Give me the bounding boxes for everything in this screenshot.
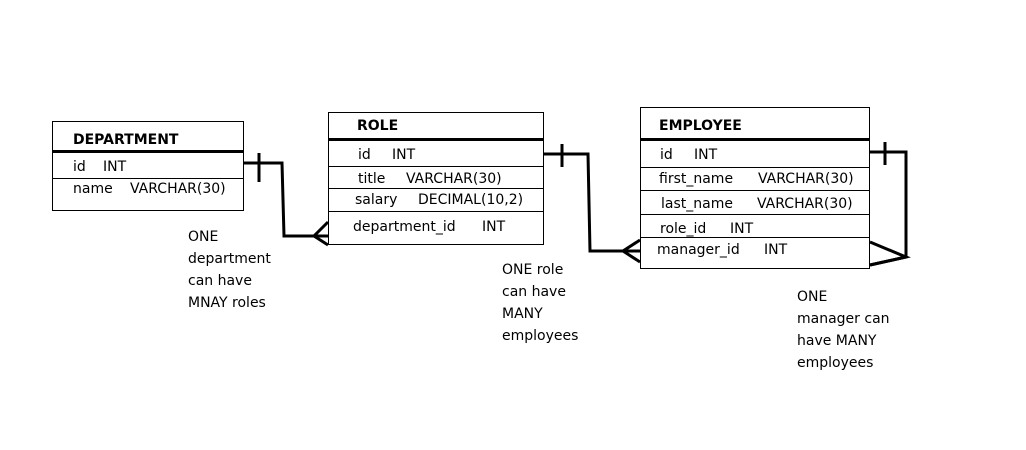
- field-name: last_name: [661, 196, 733, 212]
- field-name: id: [660, 147, 673, 163]
- employee-title: EMPLOYEE: [659, 118, 742, 134]
- link-role-employee: [544, 152, 640, 253]
- field-name: first_name: [659, 171, 734, 187]
- department-title: DEPARTMENT: [73, 132, 179, 148]
- field-type: VARCHAR(30): [406, 171, 502, 187]
- field-type: INT: [694, 147, 718, 163]
- role-field-divider: [329, 211, 543, 212]
- department-entity: DEPARTMENT id INT name VARCHAR(30): [52, 121, 244, 211]
- many-mark-role-department: [311, 220, 330, 247]
- note-line: can have: [188, 273, 252, 289]
- field-type: INT: [764, 242, 788, 258]
- note-line: ONE: [188, 229, 219, 245]
- note-line: employees: [797, 355, 874, 371]
- department-field-divider: [53, 178, 243, 179]
- field-name: manager_id: [657, 242, 740, 258]
- field-name: name: [73, 181, 113, 197]
- department-header-divider: [53, 150, 243, 153]
- role-title: ROLE: [357, 118, 399, 134]
- note-line: manager can: [797, 311, 890, 327]
- employee-header-divider: [641, 138, 869, 141]
- field-name: role_id: [660, 221, 707, 237]
- employee-field-divider: [641, 190, 869, 191]
- role-entity: ROLE id INT title VARCHAR(30) salary DEC…: [328, 112, 544, 245]
- role-field-divider: [329, 188, 543, 189]
- many-mark-employee-role: [620, 238, 641, 264]
- note-line: MANY: [502, 306, 543, 322]
- field-name: id: [73, 159, 86, 175]
- note-line: department: [188, 251, 271, 267]
- field-type: INT: [482, 219, 506, 235]
- note-line: ONE role: [502, 262, 564, 278]
- field-type: INT: [103, 159, 127, 175]
- note-line: ONE: [797, 289, 828, 305]
- note-role-employee: ONE role can have MANY employees: [502, 259, 578, 347]
- note-line: have MANY: [797, 333, 877, 349]
- note-line: can have: [502, 284, 566, 300]
- role-field-divider: [329, 166, 543, 167]
- many-mark-manager: [869, 240, 911, 267]
- employee-entity: EMPLOYEE id INT first_name VARCHAR(30) l…: [640, 107, 870, 269]
- field-name: department_id: [353, 219, 456, 235]
- field-type: VARCHAR(30): [130, 181, 226, 197]
- field-type: INT: [392, 147, 416, 163]
- note-line: employees: [502, 328, 579, 344]
- field-name: salary: [355, 192, 398, 208]
- role-header-divider: [329, 138, 543, 141]
- field-type: VARCHAR(30): [758, 171, 854, 187]
- field-type: VARCHAR(30): [757, 196, 853, 212]
- employee-field-divider: [641, 214, 869, 215]
- field-name: title: [358, 171, 386, 187]
- note-line: MNAY roles: [188, 295, 266, 311]
- field-type: INT: [730, 221, 754, 237]
- link-department-role: [244, 161, 328, 238]
- note-manager: ONE manager can have MANY employees: [797, 286, 890, 374]
- field-name: id: [358, 147, 371, 163]
- employee-field-divider: [641, 167, 869, 168]
- field-type: DECIMAL(10,2): [418, 192, 524, 208]
- note-department-role: ONE department can have MNAY roles: [188, 226, 271, 314]
- employee-field-divider: [641, 237, 869, 238]
